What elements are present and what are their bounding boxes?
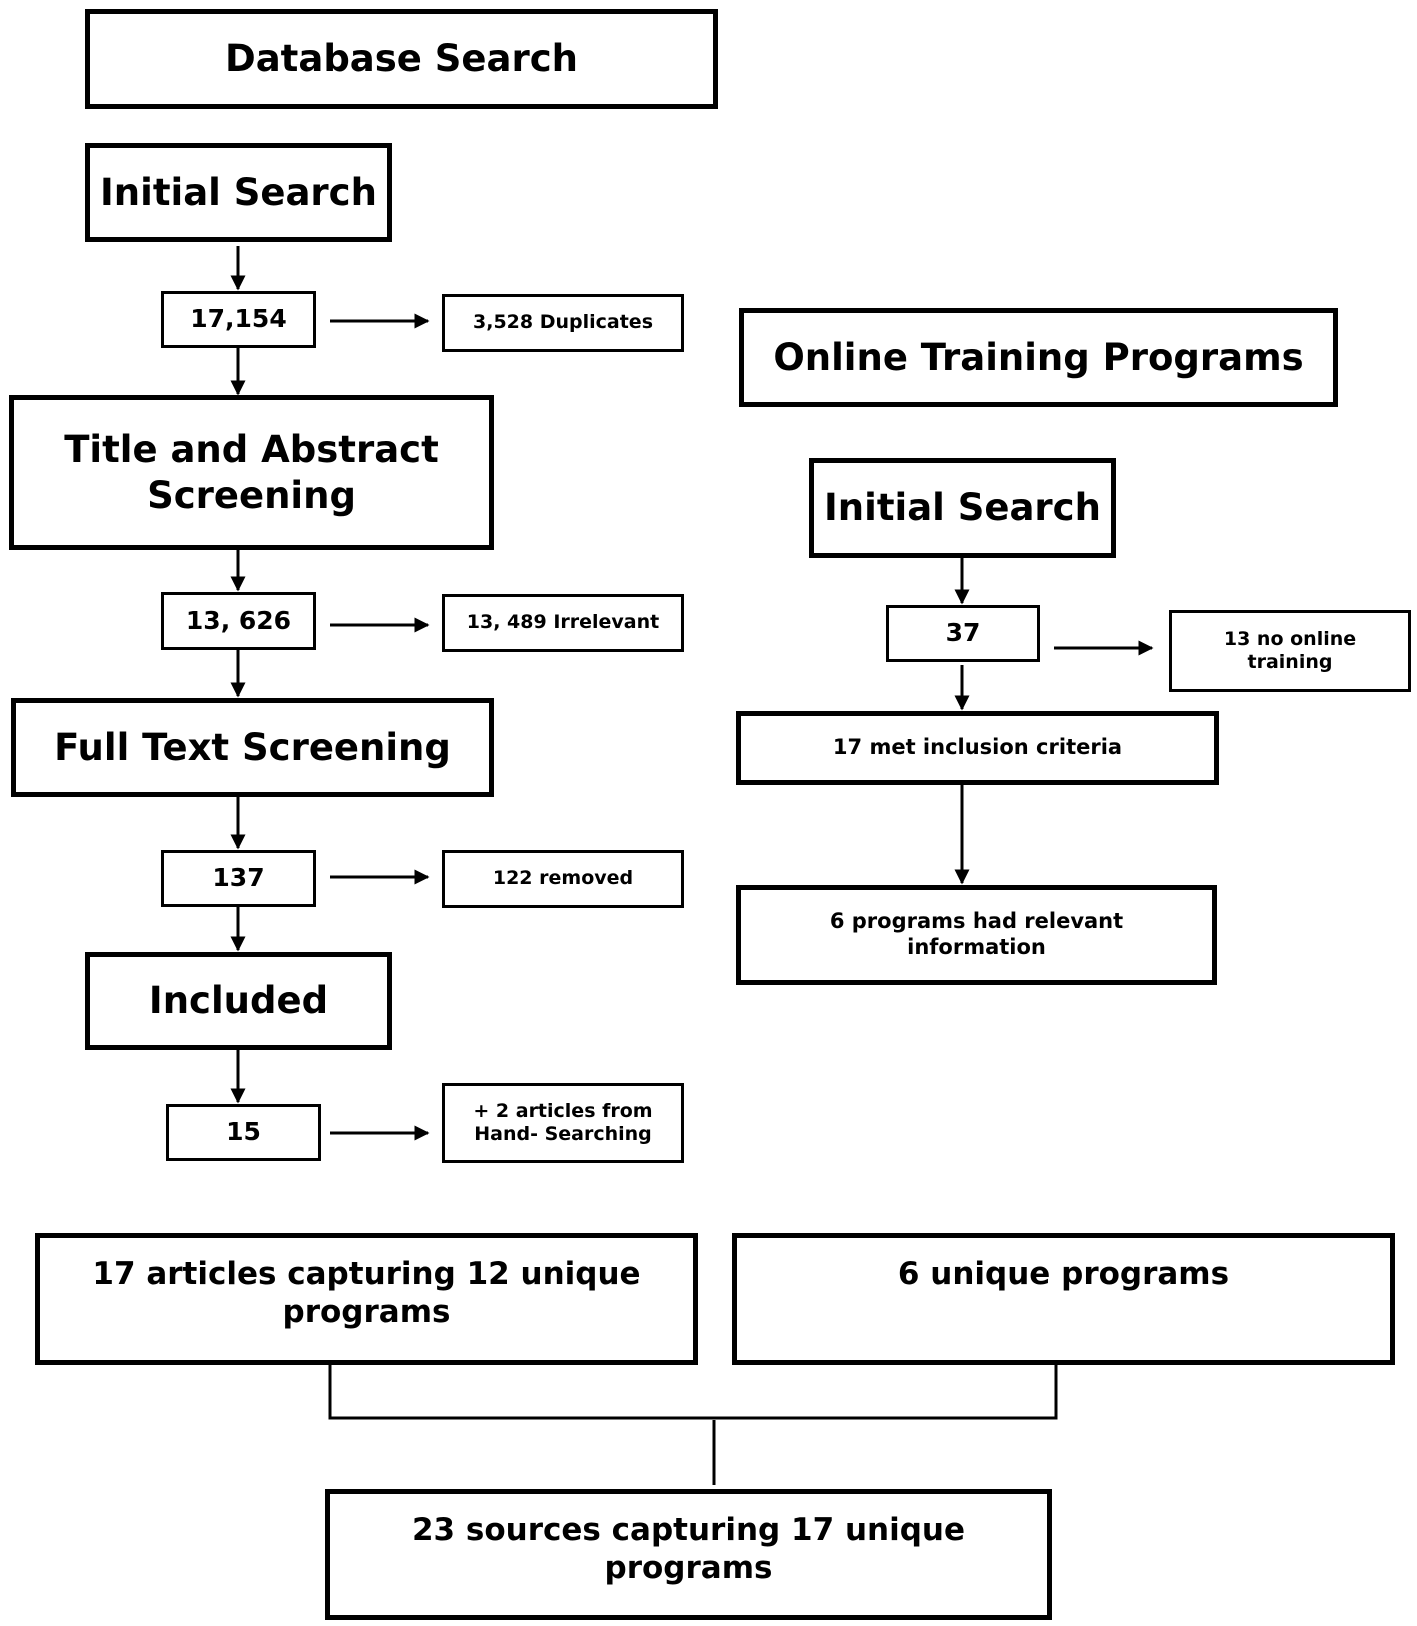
included-box: Included bbox=[85, 952, 392, 1050]
online-count-1-label: 37 bbox=[945, 618, 981, 648]
database-count-box-3: 137 bbox=[161, 850, 316, 907]
hand-searching-label: + 2 articles from Hand- Searching bbox=[473, 1099, 653, 1145]
title-abstract-screening-box: Title and Abstract Screening bbox=[9, 395, 494, 550]
removed-box: 122 removed bbox=[442, 850, 684, 908]
unique-programs-label: 6 unique programs bbox=[897, 1256, 1230, 1292]
database-initial-search-box: Initial Search bbox=[85, 143, 392, 242]
title-abstract-screening-label: Title and Abstract Screening bbox=[64, 428, 439, 517]
final-result-label: 23 sources capturing 17 unique programs bbox=[411, 1512, 965, 1586]
full-text-screening-label: Full Text Screening bbox=[54, 725, 451, 769]
database-count-3-label: 137 bbox=[212, 863, 265, 893]
database-count-box-2: 13, 626 bbox=[161, 592, 316, 650]
full-text-screening-box: Full Text Screening bbox=[11, 698, 494, 797]
database-count-4-label: 15 bbox=[226, 1117, 261, 1147]
hand-searching-box: + 2 articles from Hand- Searching bbox=[442, 1083, 684, 1163]
online-initial-search-label: Initial Search bbox=[824, 486, 1101, 530]
relevant-information-label: 6 programs had relevant information bbox=[829, 909, 1124, 959]
duplicates-box: 3,528 Duplicates bbox=[442, 294, 684, 352]
relevant-information-box: 6 programs had relevant information bbox=[736, 885, 1217, 985]
irrelevant-label: 13, 489 Irrelevant bbox=[466, 611, 660, 634]
database-count-1-label: 17,154 bbox=[190, 304, 287, 334]
database-count-2-label: 13, 626 bbox=[185, 605, 292, 635]
merge-line bbox=[328, 1365, 1058, 1420]
included-label: Included bbox=[148, 979, 329, 1023]
articles-result-box: 17 articles capturing 12 unique programs bbox=[35, 1233, 698, 1365]
no-online-training-box: 13 no online training bbox=[1169, 610, 1411, 692]
database-count-box-4: 15 bbox=[166, 1104, 321, 1161]
online-training-header: Online Training Programs bbox=[739, 308, 1338, 407]
met-inclusion-box: 17 met inclusion criteria bbox=[736, 711, 1219, 785]
online-training-header-label: Online Training Programs bbox=[773, 335, 1304, 379]
online-initial-search-box: Initial Search bbox=[809, 458, 1116, 558]
database-search-header: Database Search bbox=[85, 9, 718, 109]
no-online-training-label: 13 no online training bbox=[1223, 627, 1357, 673]
duplicates-label: 3,528 Duplicates bbox=[473, 311, 653, 334]
met-inclusion-label: 17 met inclusion criteria bbox=[832, 735, 1123, 760]
database-count-box-1: 17,154 bbox=[161, 291, 316, 348]
database-initial-search-label: Initial Search bbox=[100, 170, 377, 214]
final-result-box: 23 sources capturing 17 unique programs bbox=[325, 1489, 1052, 1620]
database-search-header-label: Database Search bbox=[224, 37, 579, 81]
irrelevant-box: 13, 489 Irrelevant bbox=[442, 594, 684, 652]
unique-programs-box: 6 unique programs bbox=[732, 1233, 1395, 1365]
online-count-box-1: 37 bbox=[886, 605, 1040, 662]
articles-result-label: 17 articles capturing 12 unique programs bbox=[92, 1256, 641, 1330]
removed-label: 122 removed bbox=[492, 867, 634, 890]
